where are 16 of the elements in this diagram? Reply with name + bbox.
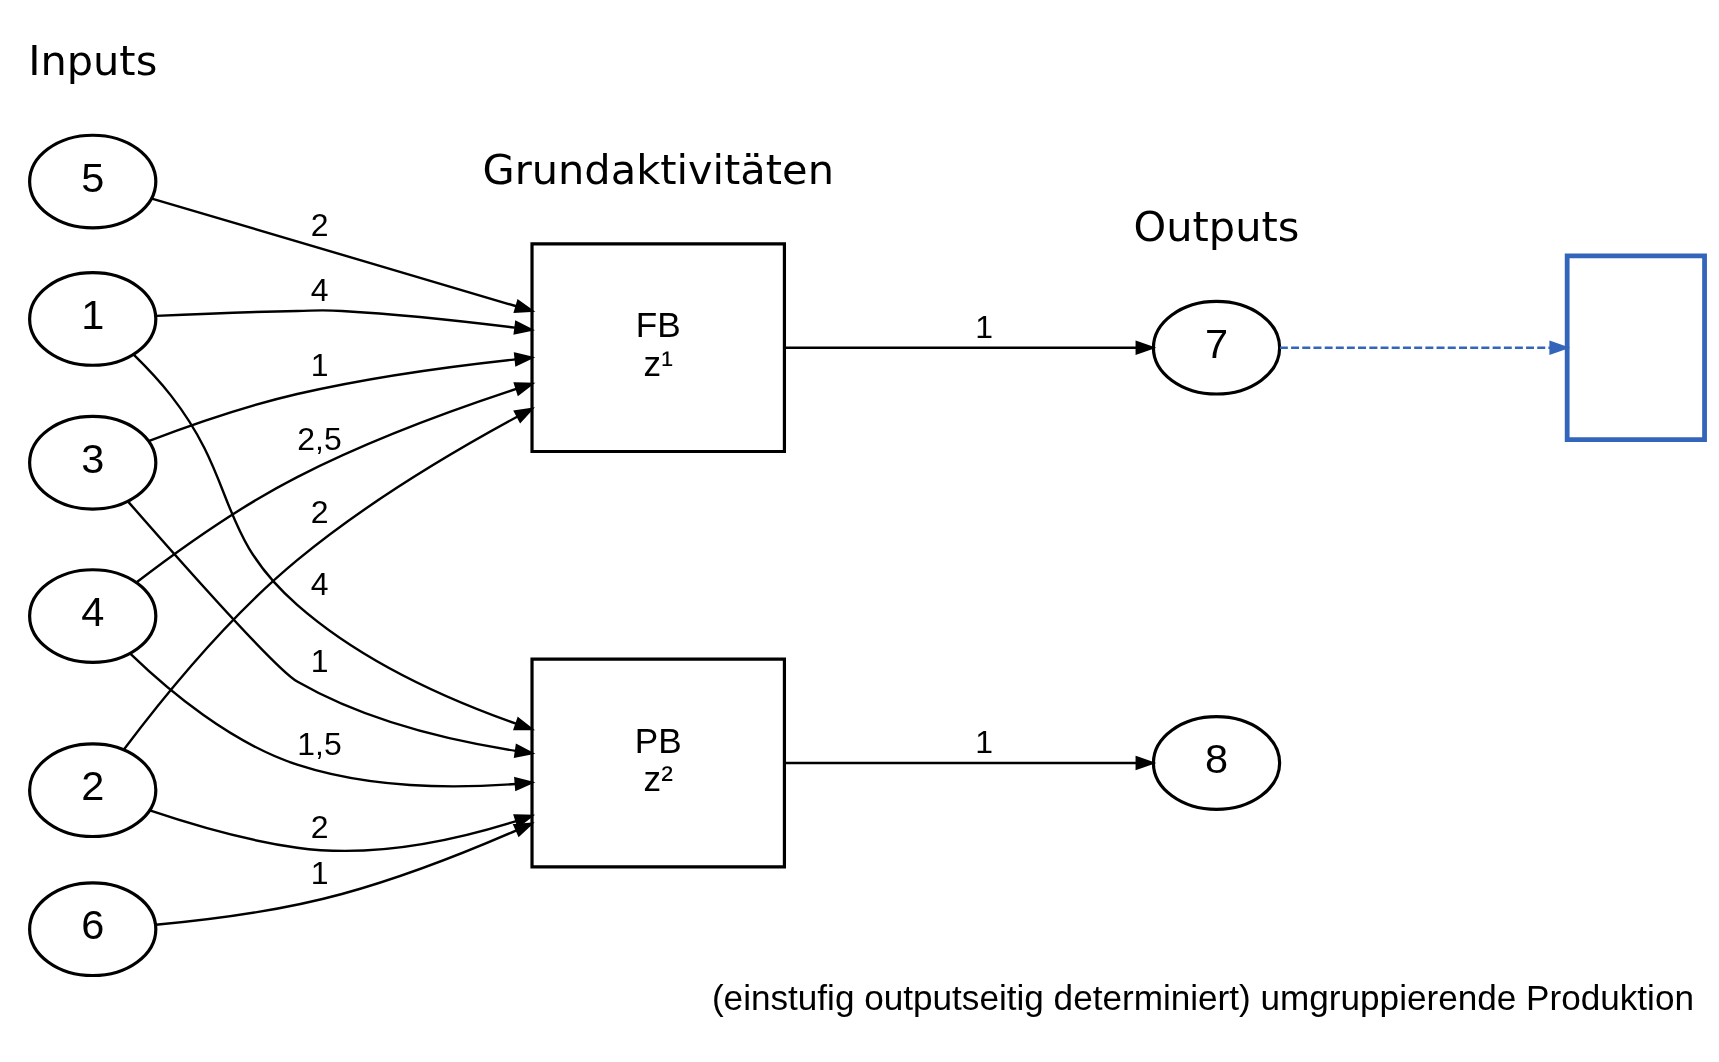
edge-label: 1 [975,309,993,346]
edge-label: 2 [310,809,329,846]
edge-label: 4 [310,272,329,309]
edge-label: 1 [310,855,329,892]
caption: (einstufig outputseitig determiniert) umgruppierende Produktion [711,978,1694,1017]
edge-label: 1 [310,347,329,384]
edge-label: 4 [310,566,329,603]
edge-label: 2,5 [297,420,342,457]
edge-label: 1 [310,642,329,679]
edge-label: 1,5 [297,726,342,763]
edge-label: 1 [975,724,993,761]
label: Grundaktivitäten [482,144,834,194]
edge-label: 2 [310,494,329,531]
label: Outputs [1133,202,1300,252]
edge-label: 2 [310,206,329,243]
label: Inputs [28,36,158,86]
